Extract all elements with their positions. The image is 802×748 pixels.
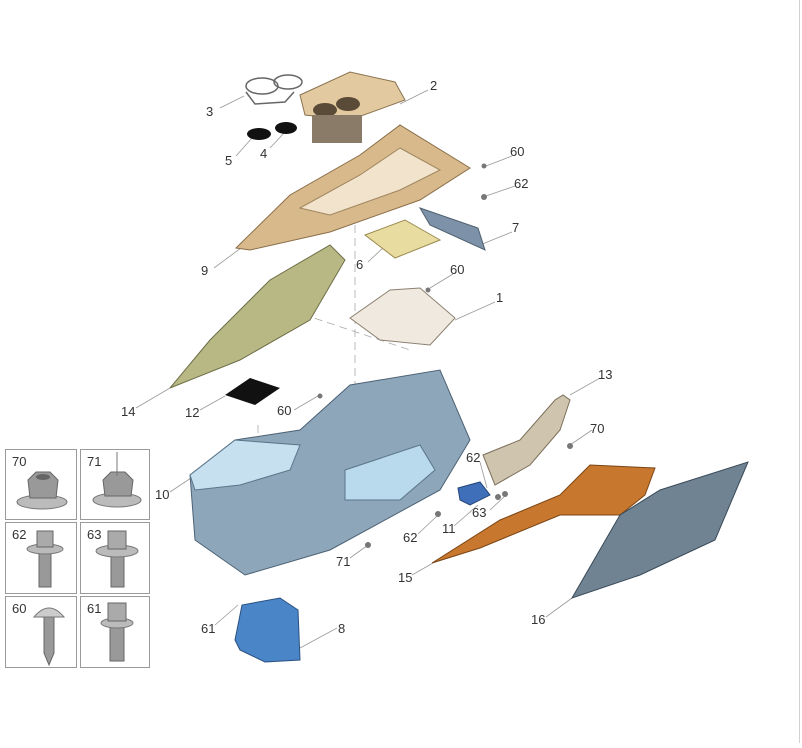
legend-number: 70 [12, 454, 27, 469]
callout-2: 2 [430, 78, 438, 93]
callout-71: 71 [336, 554, 351, 569]
callout-14: 14 [121, 404, 136, 419]
part-5-pad[interactable] [247, 128, 271, 140]
part-16-right-side-panel[interactable] [570, 461, 749, 599]
legend-number: 60 [12, 601, 27, 616]
hex-flange-screw-icon [100, 602, 134, 662]
callout-61: 61 [201, 621, 216, 636]
callout-63: 63 [472, 505, 487, 520]
trim-opening [298, 147, 442, 216]
legend-fastener-70: 70 [5, 449, 77, 520]
torx-screw-icon [32, 607, 66, 667]
legend-number: 71 [87, 454, 102, 469]
part-14-left-side-panel[interactable] [169, 244, 346, 389]
legend-number: 63 [87, 527, 102, 542]
part-12-pad[interactable] [225, 378, 280, 405]
part-7-side-trim[interactable] [418, 207, 486, 251]
part-3-wiring-harness[interactable] [245, 74, 303, 105]
callout-13: 13 [598, 367, 613, 382]
callout-10: 10 [155, 487, 170, 502]
part-4-pad[interactable] [275, 122, 297, 134]
part-11-bracket[interactable] [457, 481, 491, 506]
slotted-flange-nut-icon [92, 452, 142, 508]
flange-nut-icon [16, 471, 68, 510]
hex-bolt-large-icon [95, 530, 139, 588]
callout-6: 6 [356, 257, 364, 272]
callout-62: 62 [514, 176, 529, 191]
part-1-bracket[interactable] [349, 287, 456, 346]
callout-3: 3 [206, 104, 214, 119]
part-13-bracket[interactable] [482, 394, 571, 486]
part-10-console-body[interactable] [189, 369, 471, 576]
callout-4: 4 [260, 146, 268, 161]
callout-60: 60 [277, 403, 292, 418]
callout-12: 12 [185, 405, 200, 420]
part-15-right-trim[interactable] [431, 464, 656, 564]
legend-number: 62 [12, 527, 27, 542]
callout-62: 62 [466, 450, 481, 465]
callout-8: 8 [338, 621, 346, 636]
callout-16: 16 [531, 612, 546, 627]
legend-fastener-61: 61 [80, 596, 150, 668]
callout-7: 7 [512, 220, 520, 235]
legend-fastener-62: 62 [5, 522, 77, 594]
callout-60: 60 [450, 262, 465, 277]
legend-number: 61 [87, 601, 102, 616]
callout-60: 60 [510, 144, 525, 159]
part-8-rear-bracket[interactable] [234, 597, 301, 663]
callout-1: 1 [496, 290, 504, 305]
part-6-mat[interactable] [363, 219, 442, 259]
leader-lines [135, 89, 601, 649]
callout-15: 15 [398, 570, 413, 585]
screws [317, 163, 573, 548]
callout-5: 5 [225, 153, 233, 168]
legend-fastener-63: 63 [80, 522, 150, 594]
callout-62: 62 [403, 530, 418, 545]
legend-fastener-60: 60 [5, 596, 77, 668]
callout-70: 70 [590, 421, 605, 436]
callout-9: 9 [201, 263, 209, 278]
right-edge-divider [799, 0, 800, 743]
legend-fastener-71: 71 [80, 449, 150, 520]
hex-bolt-icon [26, 530, 64, 588]
cupholder-body [312, 115, 362, 143]
callout-11: 11 [442, 521, 456, 536]
